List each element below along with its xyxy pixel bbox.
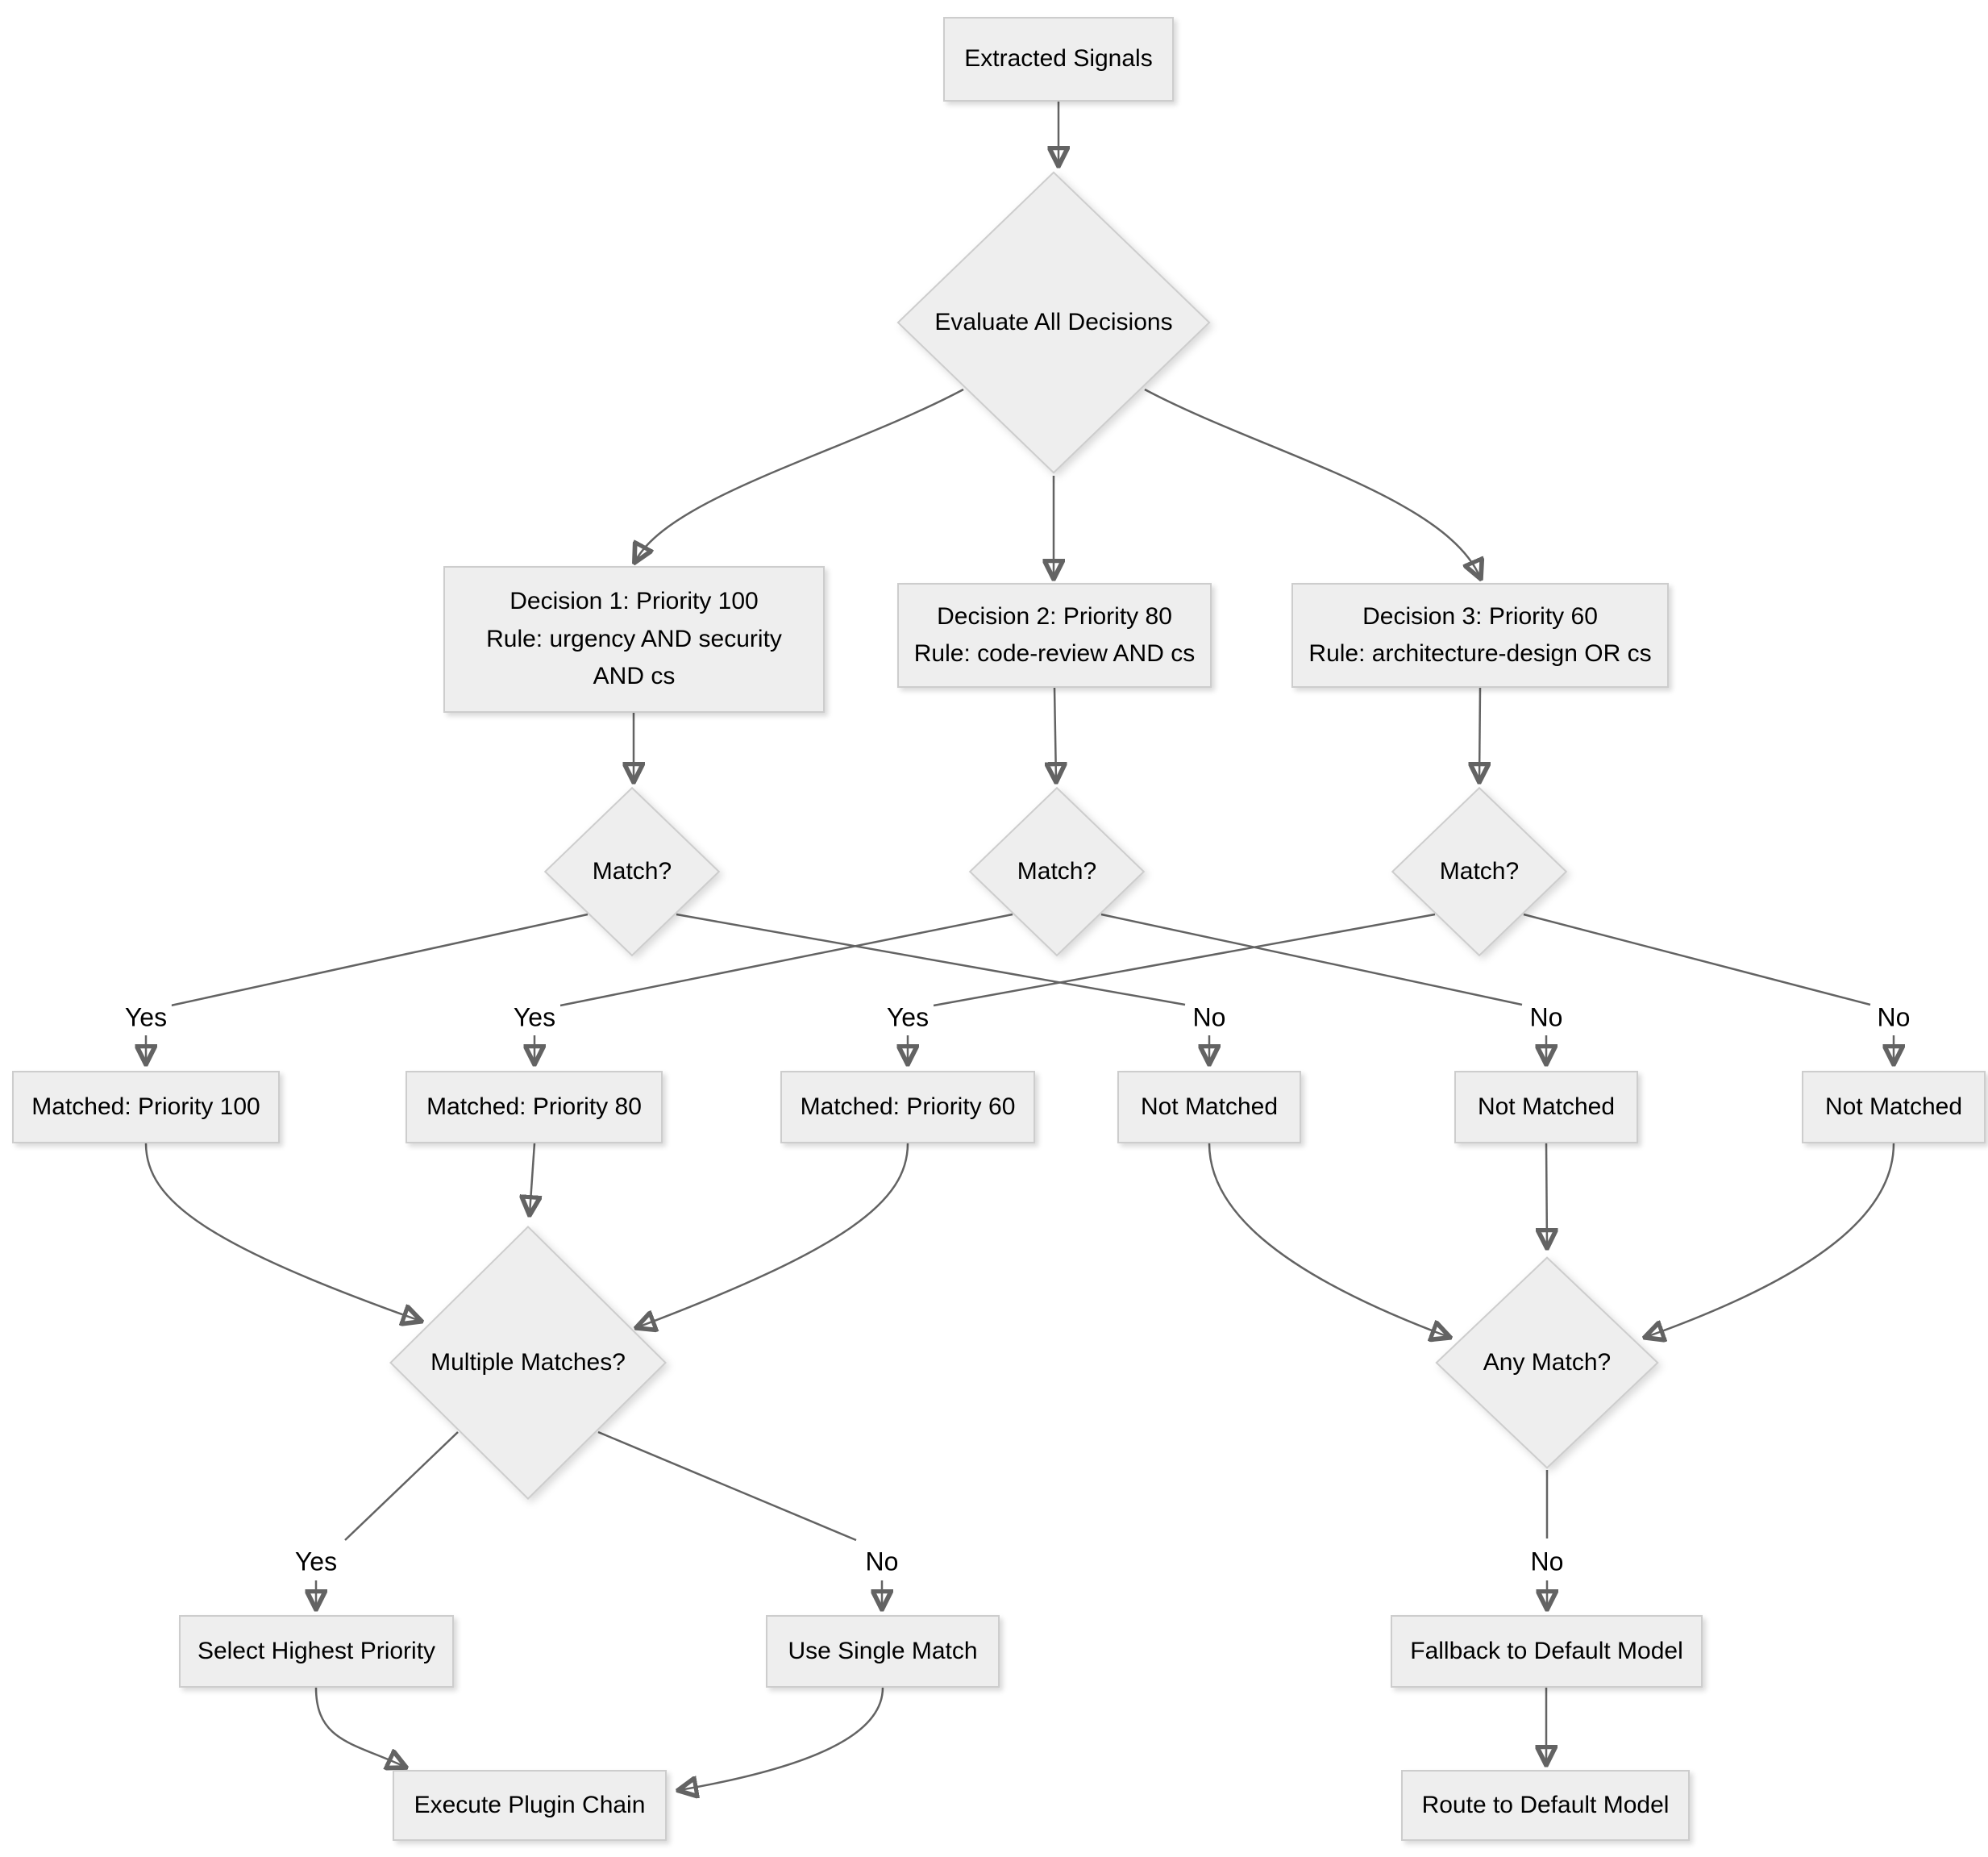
match3-diamond: Match? xyxy=(1391,786,1568,957)
diamond-shape xyxy=(543,786,721,957)
multiple-matches-diamond: Multiple Matches? xyxy=(388,1224,668,1501)
use-single-match-node: Use Single Match xyxy=(766,1615,1000,1688)
decision1-node: Decision 1: Priority 100 Rule: urgency A… xyxy=(443,566,825,713)
edge-label-no-any: No xyxy=(1525,1547,1569,1577)
diamond-shape xyxy=(1434,1255,1660,1470)
matched-priority-60-node: Matched: Priority 60 xyxy=(780,1071,1035,1143)
diamond-shape xyxy=(895,169,1212,476)
match2-diamond: Match? xyxy=(968,786,1146,957)
edge-label-no-multiple: No xyxy=(860,1547,904,1577)
edge-label-no-3: No xyxy=(1872,1002,1915,1033)
diamond-shape xyxy=(1391,786,1568,957)
diamond-label: Match? xyxy=(592,858,672,885)
extracted-signals-node: Extracted Signals xyxy=(943,17,1174,102)
select-highest-priority-node: Select Highest Priority xyxy=(179,1615,454,1688)
edge-label-no-2: No xyxy=(1524,1002,1568,1033)
diamond-shape xyxy=(968,786,1146,957)
fallback-default-model-node: Fallback to Default Model xyxy=(1391,1615,1703,1688)
diamond-shape xyxy=(388,1224,668,1501)
route-default-model-node: Route to Default Model xyxy=(1401,1770,1690,1841)
diamond-label: Match? xyxy=(1017,858,1097,885)
edge-label-yes-1: Yes xyxy=(119,1002,173,1033)
match1-diamond: Match? xyxy=(543,786,721,957)
not-matched-2-node: Not Matched xyxy=(1454,1071,1638,1143)
diamond-label: Match? xyxy=(1439,858,1520,885)
matched-priority-80-node: Matched: Priority 80 xyxy=(406,1071,663,1143)
any-match-diamond: Any Match? xyxy=(1434,1255,1660,1470)
not-matched-3-node: Not Matched xyxy=(1802,1071,1986,1143)
decision2-node: Decision 2: Priority 80 Rule: code-revie… xyxy=(897,583,1212,688)
edge-label-yes-2: Yes xyxy=(508,1002,561,1033)
edge-label-yes-3: Yes xyxy=(881,1002,934,1033)
evaluate-all-decisions-diamond: Evaluate All Decisions xyxy=(895,169,1212,476)
edge-label-yes-multiple: Yes xyxy=(289,1547,343,1577)
decision3-node: Decision 3: Priority 60 Rule: architectu… xyxy=(1291,583,1669,688)
edge-label-no-1: No xyxy=(1187,1002,1231,1033)
diamond-label: Any Match? xyxy=(1483,1349,1612,1376)
not-matched-1-node: Not Matched xyxy=(1117,1071,1301,1143)
execute-plugin-chain-node: Execute Plugin Chain xyxy=(393,1770,667,1841)
diamond-label: Evaluate All Decisions xyxy=(934,309,1173,335)
matched-priority-100-node: Matched: Priority 100 xyxy=(12,1071,280,1143)
diamond-label: Multiple Matches? xyxy=(430,1349,626,1376)
